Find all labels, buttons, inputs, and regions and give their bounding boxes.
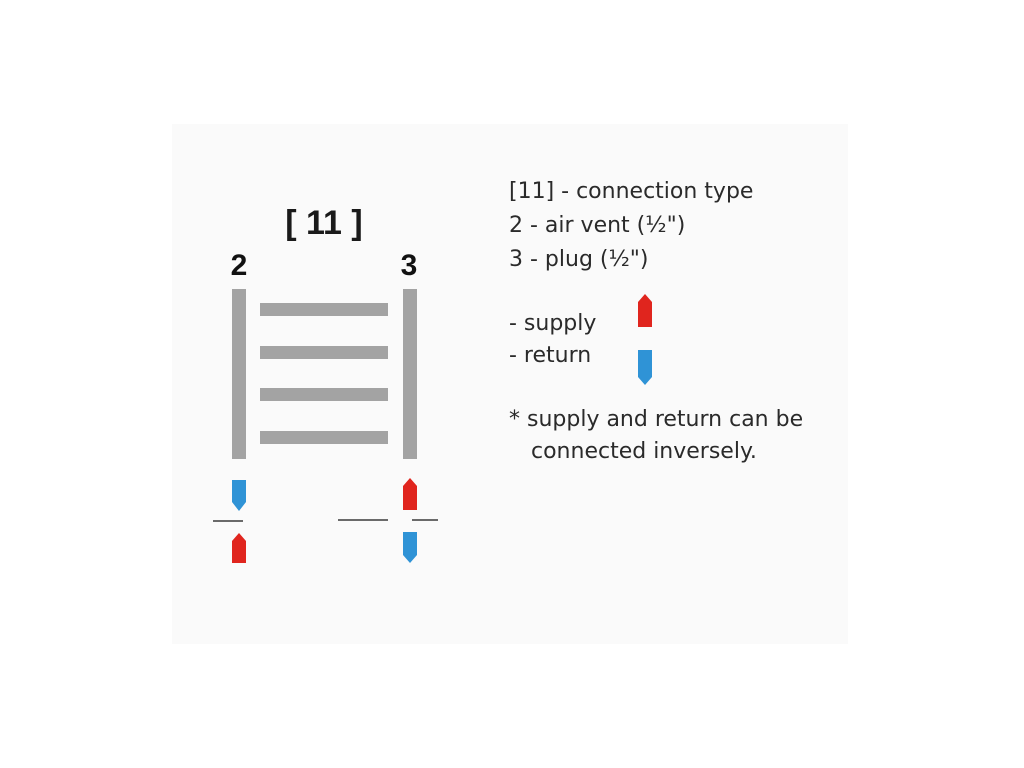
diagram-panel [172,124,848,644]
heating-rail-1 [260,303,388,316]
heating-rail-2 [260,346,388,359]
heating-rail-3 [260,388,388,401]
heating-rail-4 [260,431,388,444]
legend-supply: - supply [509,311,597,336]
legend-plug: 3 - plug (½") [509,247,649,272]
right-supply-arrow-icon [403,478,417,510]
legend-connection-type: [11] - connection type [509,179,754,204]
plug-label: 3 [400,249,418,282]
left-supply-arrow-icon [232,533,246,563]
note-line-2: connected inversely. [531,439,757,464]
inverse-connection-note: * supply and return can be connected inv… [509,404,839,468]
air-vent-label: 2 [230,249,248,282]
legend-air-vent: 2 - air vent (½") [509,213,686,238]
left-return-arrow-icon [232,480,246,511]
note-line-1: * supply and return can be [509,407,804,432]
connection-type-title: [ 11 ] [285,204,363,242]
right-riser-bar [403,289,417,459]
legend-return: - return [509,343,592,368]
legend-supply-arrow-icon [638,294,652,327]
left-riser-bar [232,289,246,459]
legend-return-arrow-icon [638,350,652,385]
right-return-arrow-icon [403,532,417,563]
